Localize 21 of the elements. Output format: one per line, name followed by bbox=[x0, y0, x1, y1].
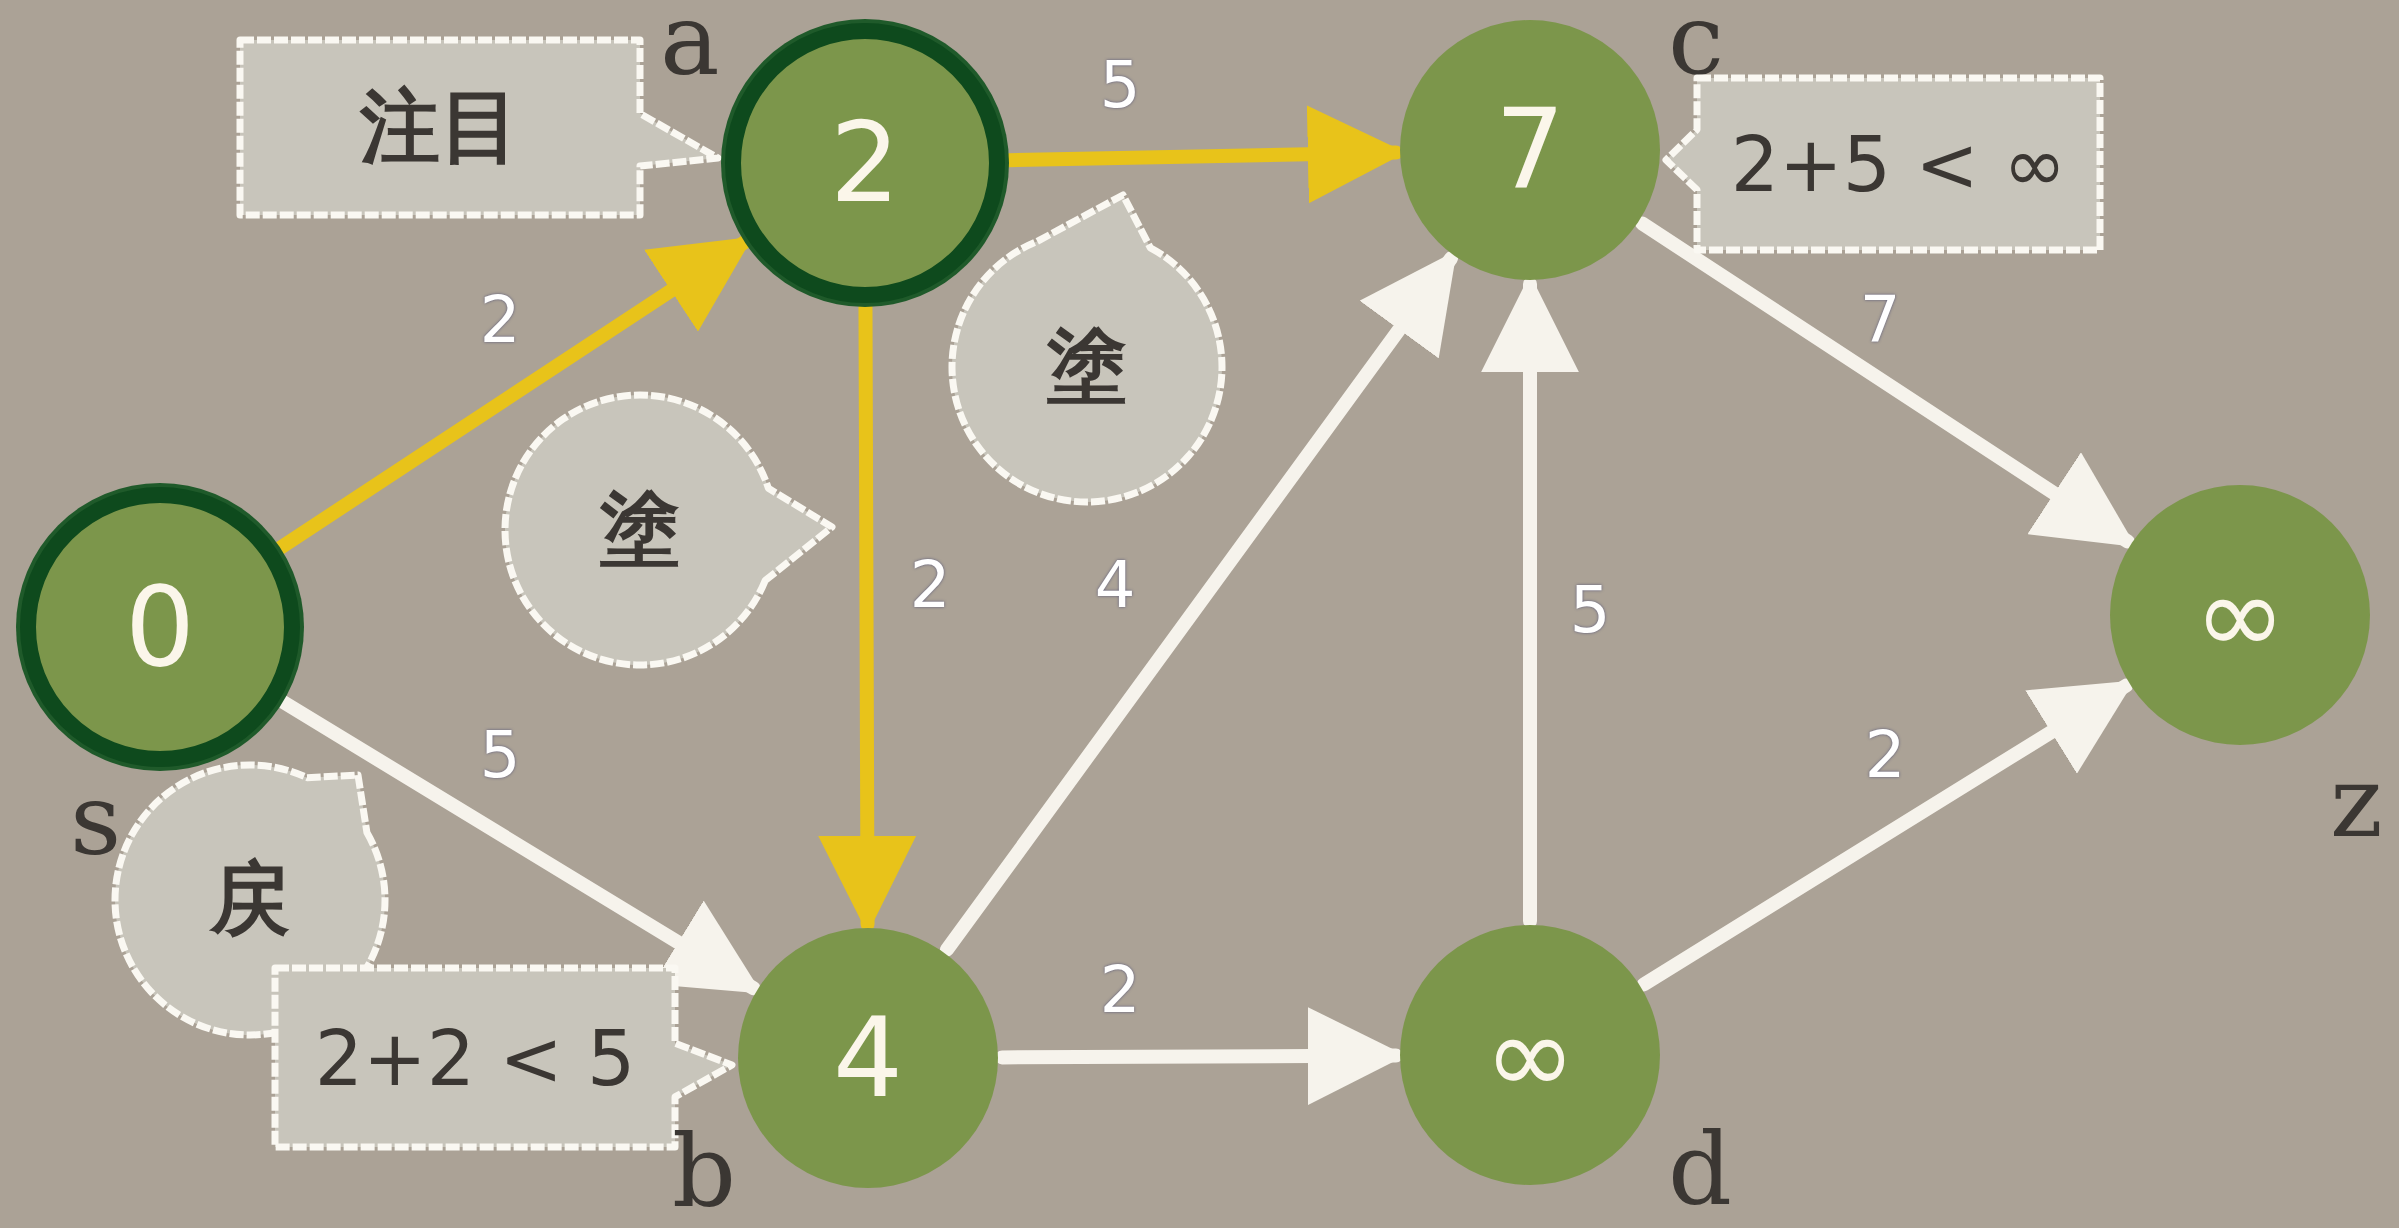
node-circle: ∞ bbox=[1400, 925, 1660, 1185]
edge-label: 5 bbox=[1099, 53, 1141, 117]
edge-label: 2 bbox=[1099, 958, 1141, 1022]
speech-bubble: 塗 bbox=[947, 190, 1227, 507]
node-circle: 7 bbox=[1400, 20, 1660, 280]
speech-bubble: 塗 bbox=[500, 390, 837, 670]
edge-label: 2 bbox=[479, 288, 521, 352]
arrow bbox=[939, 250, 1459, 957]
arrow bbox=[1635, 216, 2137, 549]
arrow bbox=[1636, 678, 2135, 992]
edge-label: 5 bbox=[1569, 578, 1611, 642]
edge-label: 2 bbox=[909, 553, 951, 617]
node-letter: a bbox=[660, 0, 720, 90]
edge-label: 2 bbox=[1864, 723, 1906, 787]
node-letter: d bbox=[1668, 1120, 1732, 1220]
node-circle: ∞ bbox=[2110, 485, 2370, 745]
edge-label: 7 bbox=[1859, 288, 1901, 352]
node-circle: 4 bbox=[738, 928, 998, 1188]
edge-label: 4 bbox=[1094, 553, 1136, 617]
node-letter: z bbox=[2330, 752, 2383, 852]
edge-label: 5 bbox=[479, 723, 521, 787]
